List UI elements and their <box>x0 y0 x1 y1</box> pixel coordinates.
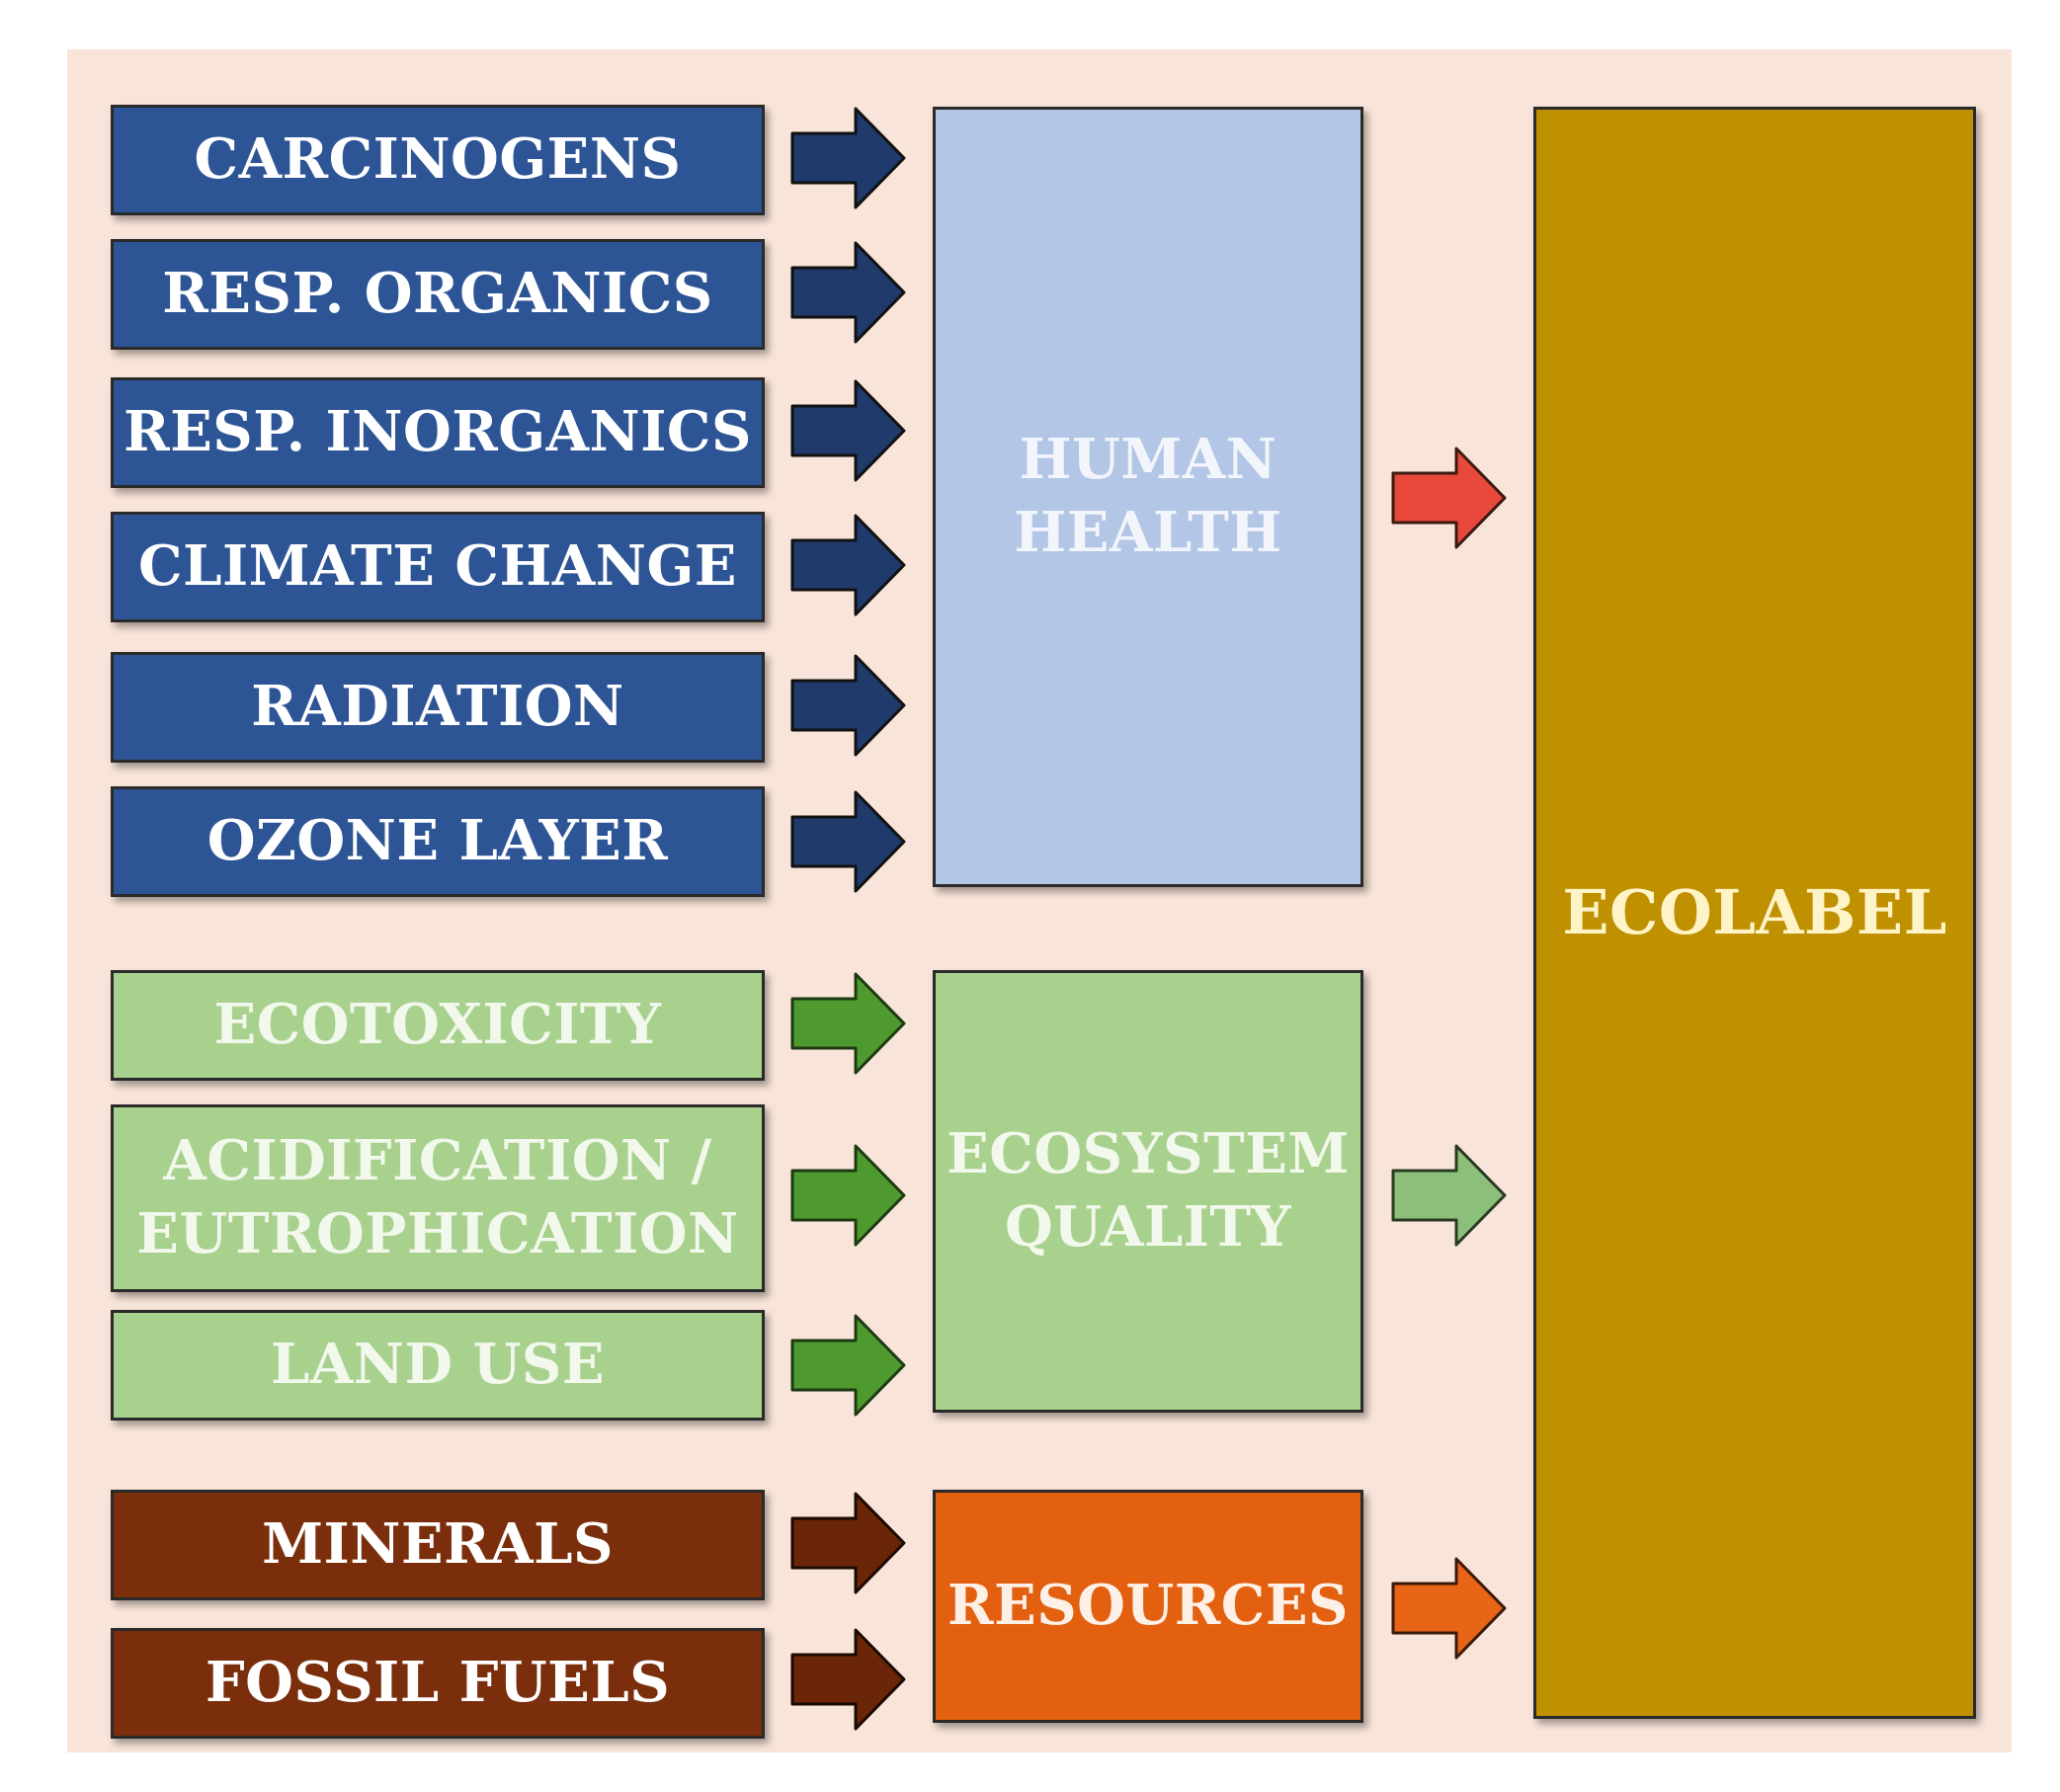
damage-ecosystem-quality: ECOSYSTEM QUALITY <box>933 970 1363 1413</box>
category-minerals: MINERALS <box>111 1490 765 1600</box>
damage-human-health: HUMAN HEALTH <box>933 107 1363 887</box>
category-fossil-fuels: FOSSIL FUELS <box>111 1628 765 1739</box>
category-land-use: LAND USE <box>111 1310 765 1421</box>
arrow-ozone-layer-to-health <box>790 790 906 893</box>
ecolabel-box: ECOLABEL <box>1533 107 1976 1719</box>
category-radiation: RADIATION <box>111 652 765 763</box>
arrow-ecotoxicity-to-ecosystem <box>790 972 906 1075</box>
category-carcinogens: CARCINOGENS <box>111 105 765 215</box>
arrow-carcinogens-to-health <box>790 107 906 209</box>
arrow-resources-to-ecolabel <box>1391 1557 1507 1660</box>
arrow-acidification-to-ecosystem <box>790 1144 906 1247</box>
arrow-fossil-fuels-to-resources <box>790 1628 906 1731</box>
category-climate-change: CLIMATE CHANGE <box>111 512 765 622</box>
arrow-health-to-ecolabel <box>1391 447 1507 549</box>
category-resp-inorganics: RESP. INORGANICS <box>111 377 765 488</box>
category-resp-organics: RESP. ORGANICS <box>111 239 765 350</box>
category-ozone-layer: OZONE LAYER <box>111 786 765 897</box>
arrow-resp-inorganics-to-health <box>790 379 906 482</box>
category-acidification-eutrophication: ACIDIFICATION / EUTROPHICATION <box>111 1104 765 1292</box>
arrow-resp-organics-to-health <box>790 241 906 344</box>
damage-resources: RESOURCES <box>933 1490 1363 1723</box>
arrow-land-use-to-ecosystem <box>790 1314 906 1417</box>
arrow-ecosystem-to-ecolabel <box>1391 1144 1507 1247</box>
category-ecotoxicity: ECOTOXICITY <box>111 970 765 1081</box>
arrow-minerals-to-resources <box>790 1492 906 1594</box>
arrow-radiation-to-health <box>790 654 906 757</box>
arrow-climate-change-to-health <box>790 514 906 616</box>
